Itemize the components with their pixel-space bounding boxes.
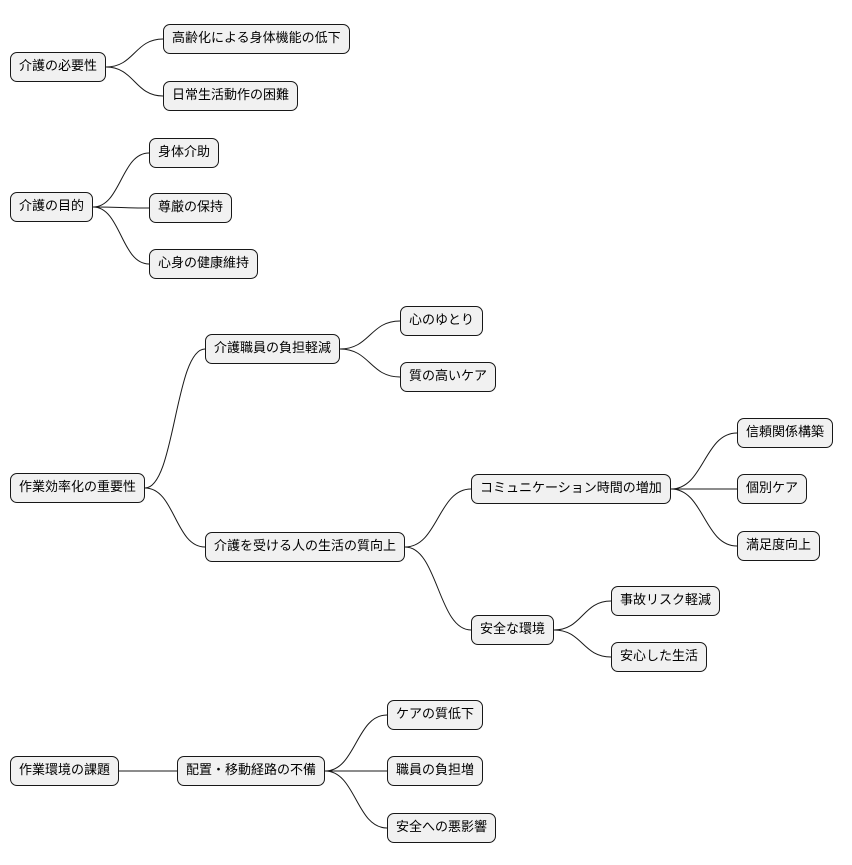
connector-6: [144, 487, 206, 548]
node-peace-of-mind: 心のゆとり: [400, 306, 484, 336]
connector-10: [404, 546, 472, 631]
connector-8: [339, 348, 401, 378]
node-work-environment-issues: 作業環境の課題: [10, 756, 120, 786]
connector-11: [670, 432, 738, 490]
connector-3: [92, 206, 150, 209]
node-secure-life: 安心した生活: [611, 642, 708, 672]
node-staff-burden-increase: 職員の負担増: [387, 756, 484, 786]
node-dignity: 尊厳の保持: [149, 193, 233, 223]
connector-5: [144, 348, 206, 489]
node-daily-activity-difficulty: 日常生活動作の困難: [163, 81, 299, 111]
node-mental-physical-health: 心身の健康維持: [149, 249, 259, 279]
connector-4: [92, 206, 150, 265]
connector-9: [404, 488, 472, 548]
node-layout-route-deficiency: 配置・移動経路の不備: [177, 756, 326, 786]
node-quality-of-life: 介護を受ける人の生活の質向上: [205, 532, 406, 562]
connector-15: [553, 629, 612, 658]
connector-2: [92, 152, 150, 208]
node-safety-impact: 安全への悪影響: [387, 813, 497, 843]
connector-7: [339, 320, 401, 350]
node-staff-burden-reduction: 介護職員の負担軽減: [205, 334, 341, 364]
node-purpose-of-care: 介護の目的: [10, 192, 94, 222]
node-efficiency-importance: 作業効率化の重要性: [10, 473, 146, 503]
node-necessity-of-care: 介護の必要性: [10, 52, 107, 82]
connector-13: [670, 488, 738, 547]
connector-1: [105, 66, 164, 97]
node-aging-decline: 高齢化による身体機能の低下: [163, 24, 350, 54]
connector-14: [553, 600, 612, 631]
connector-17: [324, 714, 388, 772]
node-safe-environment: 安全な環境: [471, 615, 555, 645]
node-physical-assistance: 身体介助: [149, 138, 220, 168]
node-individual-care: 個別ケア: [737, 474, 808, 504]
node-satisfaction: 満足度向上: [737, 531, 821, 561]
connector-0: [105, 38, 164, 68]
connector-19: [324, 770, 388, 829]
node-care-quality-decline: ケアの質低下: [387, 700, 484, 730]
node-accident-risk-reduction: 事故リスク軽減: [611, 586, 721, 616]
node-quality-care: 質の高いケア: [400, 362, 497, 392]
node-communication-time: コミュニケーション時間の増加: [471, 474, 671, 504]
node-trust-building: 信頼関係構築: [737, 418, 834, 448]
